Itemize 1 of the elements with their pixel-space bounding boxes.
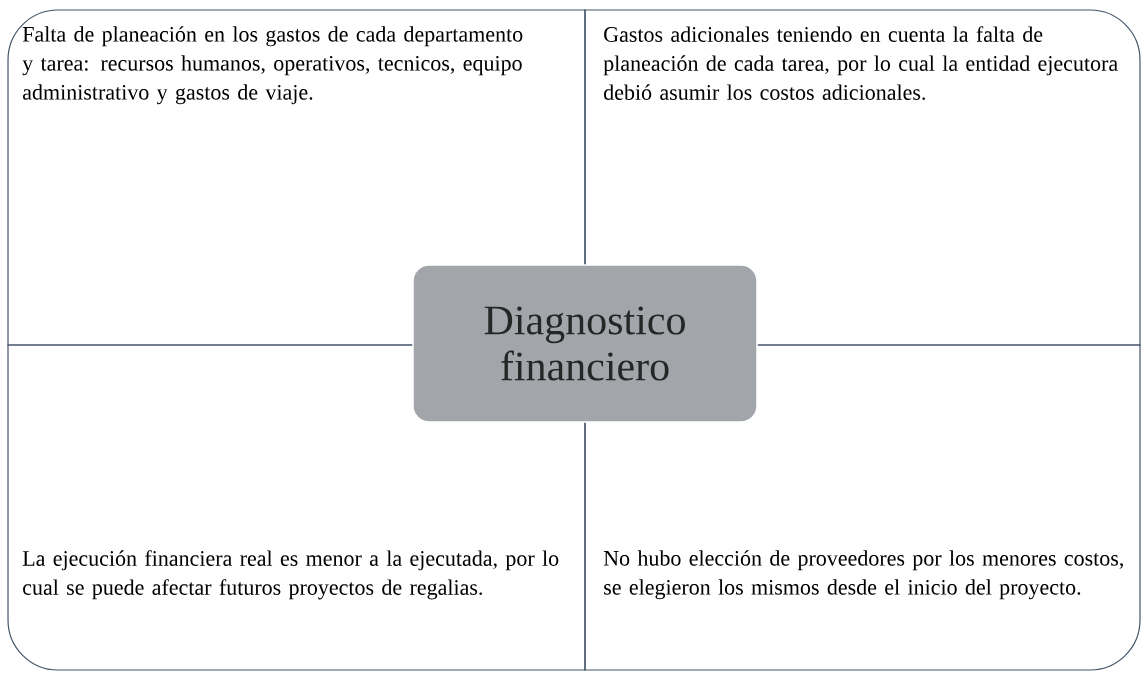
center-box: Diagnostico financiero: [412, 264, 758, 423]
